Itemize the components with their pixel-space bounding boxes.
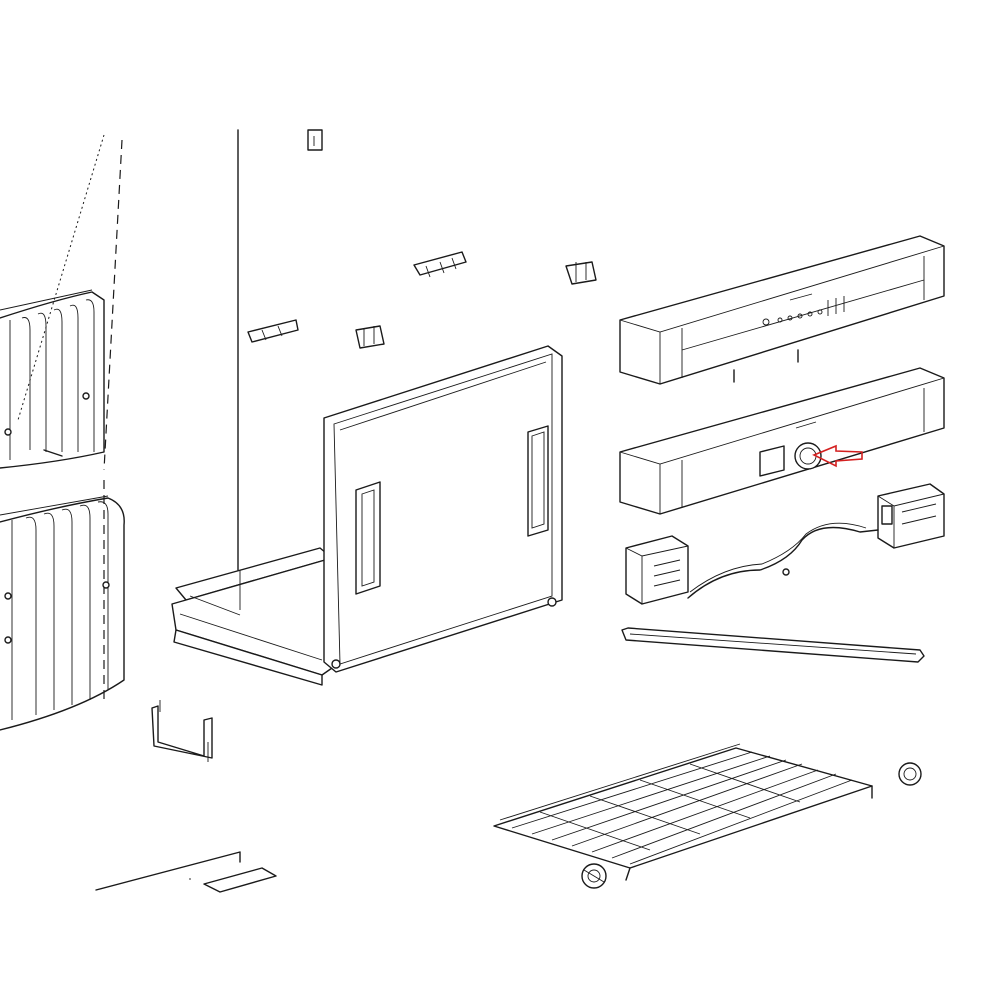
control-panel-lower [619,367,945,515]
control-panel-upper [619,235,945,385]
control-module-left [625,535,689,605]
knob-cap-bottom [581,863,607,889]
latch-clip-2 [355,325,385,349]
control-knob [794,442,822,470]
floor-plate [95,851,277,893]
knob-cap-right [898,762,922,786]
latch-clip-1 [565,261,597,285]
heating-element-lower [0,480,125,731]
hinge-bracket-1 [413,251,467,278]
oven-door [323,345,563,673]
oven-rack [493,743,873,881]
mounting-bracket [151,700,213,762]
callout-arrow [812,444,863,468]
trim-strip [621,627,925,663]
small-clip-top [307,129,323,151]
wiring-harness [687,522,879,599]
heating-element-upper [0,134,123,471]
oven-base-tray [171,547,333,686]
control-module-right [877,483,945,549]
hinge-bracket-2 [247,319,299,343]
